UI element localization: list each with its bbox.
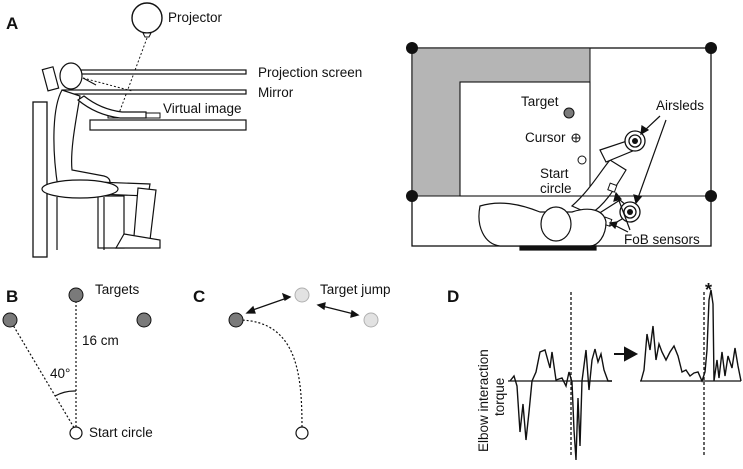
subject-top-view: [478, 202, 607, 251]
torque-trace-left: [509, 348, 612, 461]
panel-a-side-view: A Projector Projection screen Mirror Vir…: [6, 2, 362, 258]
target-jump-label: Target jump: [320, 282, 391, 297]
projection-screen: [62, 69, 247, 75]
targets-label: Targets: [95, 282, 140, 297]
projector-icon: [131, 2, 163, 38]
transform-arrow: [614, 346, 639, 362]
jump-arrow-right: [316, 302, 360, 318]
angled-reach-path: [9, 319, 77, 432]
original-target: [228, 312, 244, 328]
table-surface: [89, 119, 247, 131]
virtual-image-label: Virtual image: [163, 101, 242, 116]
bench-outline: [411, 195, 712, 247]
panel-b-letter: B: [6, 287, 18, 306]
projector-light-path: [117, 37, 148, 117]
fob-sensor-icon: [607, 182, 618, 193]
mirror-label: Mirror: [258, 85, 294, 100]
curved-reach-path: [237, 319, 303, 432]
ylabel-line1: Elbow interaction: [476, 349, 491, 452]
seated-subject: [53, 62, 161, 249]
center-target-faded: [294, 287, 310, 303]
start-circle: [295, 426, 309, 440]
panel-a-letter: A: [6, 14, 18, 33]
target-center: [68, 287, 84, 303]
panel-c: C Target jump: [193, 282, 391, 440]
chair-backrest: [32, 101, 48, 258]
panel-a-top-view: Target Cursor Start circle: [406, 42, 717, 251]
headrest: [41, 66, 60, 92]
panel-d-letter: D: [447, 287, 459, 306]
chair-seat: [41, 179, 119, 199]
start-circle-label: Start circle: [89, 425, 153, 440]
corner-post: [705, 42, 717, 54]
fob-sensors-arrows: [608, 191, 631, 233]
cursor-crosshair-icon: [571, 133, 581, 143]
airsled-icon: [624, 130, 646, 152]
target-right: [136, 312, 152, 328]
airsleds-label: Airsleds: [656, 98, 704, 113]
sight-line: [82, 77, 133, 92]
torque-trace-right: [640, 289, 742, 383]
jump-arrow-left: [245, 292, 292, 314]
start-circle-label-line1: Start: [540, 166, 569, 181]
start-circle: [69, 426, 83, 440]
jumped-target-faded: [363, 312, 379, 328]
asterisk-marker: *: [705, 280, 712, 300]
start-circle-label-line2: circle: [540, 181, 572, 196]
projection-screen-label: Projection screen: [258, 65, 362, 80]
cursor-label: Cursor: [525, 130, 566, 145]
target-left: [2, 312, 18, 328]
fob-sensors-label: FoB sensors: [624, 232, 700, 247]
panel-d: D Elbow interaction torque *: [447, 280, 742, 461]
ylabel-line2: torque: [492, 378, 507, 416]
panel-c-letter: C: [193, 287, 205, 306]
display-area: [459, 81, 591, 197]
target-label: Target: [521, 94, 559, 109]
angle-label: 40°: [50, 366, 70, 381]
start-circle-dot: [577, 155, 587, 165]
target-dot: [563, 107, 575, 119]
distance-label: 16 cm: [82, 333, 119, 348]
panel-b: B Targets 16 cm 40° Start circle: [2, 282, 153, 440]
mirror: [62, 89, 247, 95]
projector-label: Projector: [168, 10, 223, 25]
sight-arrow: [82, 77, 97, 86]
airsleds-arrows: [633, 115, 667, 205]
angle-arc: [54, 390, 77, 397]
corner-post: [406, 42, 418, 54]
